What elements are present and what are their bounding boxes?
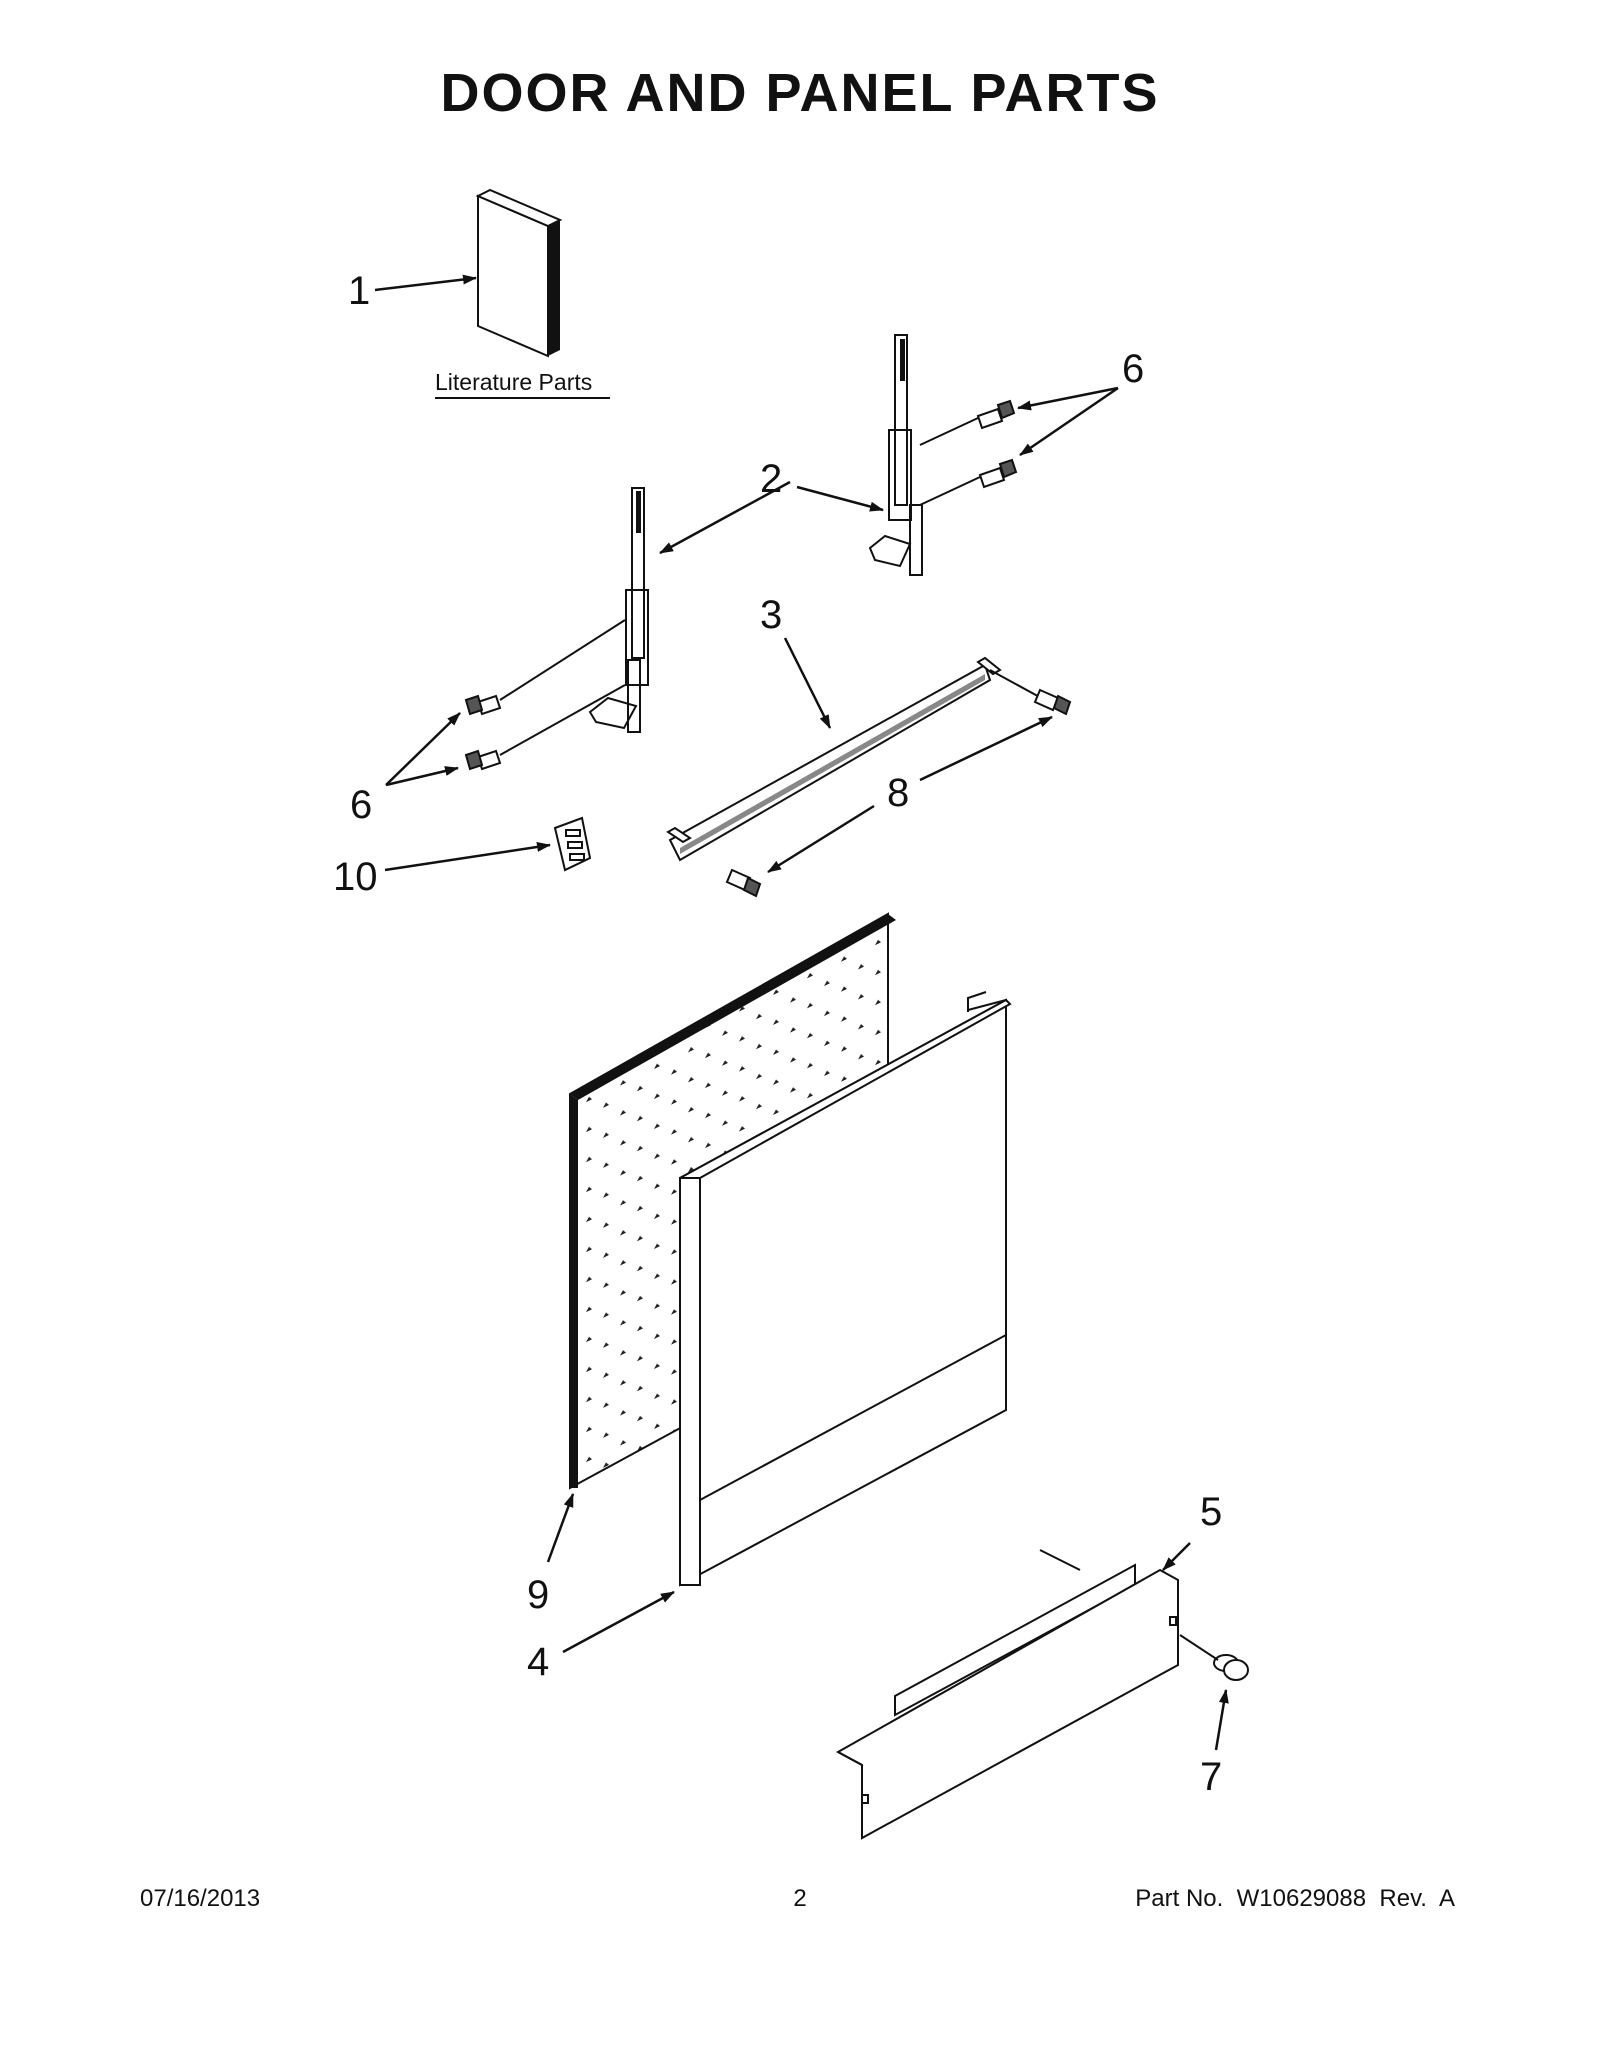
bumper-part — [1179, 1634, 1249, 1681]
page-title: DOOR AND PANEL PARTS — [440, 63, 1160, 123]
hinge-screw-upper-left — [464, 694, 502, 716]
callout-2: 2 — [760, 457, 782, 501]
literature-booklet-part — [475, 188, 563, 358]
rail-screw-right — [1033, 688, 1072, 716]
callout-10: 10 — [333, 855, 378, 899]
callout-7: 7 — [1200, 1755, 1222, 1799]
door-rail-part — [666, 656, 1002, 862]
callout-8: 8 — [887, 771, 909, 815]
toe-kick-panel-part — [835, 1563, 1179, 1840]
rail-screw-line — [989, 669, 1046, 701]
outer-door-panel-part — [679, 991, 1012, 1587]
callout-5: 5 — [1200, 1490, 1222, 1534]
right-hinge-part — [868, 334, 923, 576]
kick-panel-alignment-line — [1039, 1549, 1081, 1571]
callout-4: 4 — [527, 1640, 549, 1684]
footer-part-number: Part No. W10629088 Rev. A — [1135, 1885, 1455, 1912]
hinge-screw-lower-right — [978, 458, 1018, 489]
callout-1: 1 — [348, 269, 370, 313]
footer-page-number: 2 — [793, 1885, 807, 1912]
literature-parts-label: Literature Parts — [435, 369, 592, 395]
footer-date: 07/16/2013 — [140, 1885, 261, 1912]
left-hinge-part — [588, 487, 649, 733]
callout-6-right: 6 — [1122, 347, 1144, 391]
clip-part — [553, 816, 592, 872]
callout-3: 3 — [760, 593, 782, 637]
callout-9: 9 — [527, 1573, 549, 1617]
rail-screw-left — [725, 868, 762, 898]
screw-alignment-lines — [499, 417, 981, 756]
callout-arrows — [374, 274, 1229, 1751]
callout-6-left: 6 — [350, 783, 372, 827]
hinge-screw-upper-right — [976, 399, 1016, 430]
hinge-screw-lower-left — [464, 749, 502, 771]
